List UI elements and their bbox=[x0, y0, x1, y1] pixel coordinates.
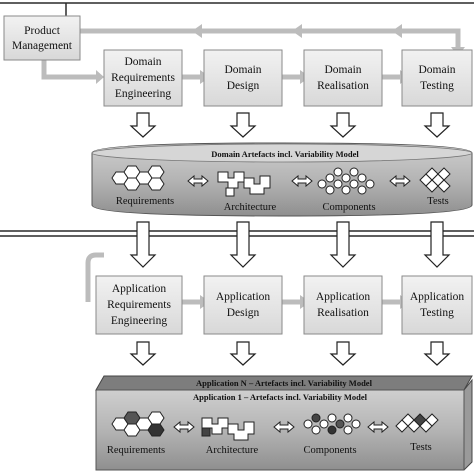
down-arrow-icon bbox=[423, 341, 451, 366]
app-req-label-3: Engineering bbox=[111, 315, 167, 327]
product-management-label-1: Product bbox=[24, 25, 61, 37]
domain-req-label-2: Requirements bbox=[111, 72, 175, 84]
domain-design-label-1: Domain bbox=[224, 64, 261, 76]
domain-realisation-label-1: Domain bbox=[324, 64, 361, 76]
double-arrow-icon bbox=[173, 420, 195, 434]
app-design-label-2: Design bbox=[227, 307, 260, 319]
down-arrow-icon bbox=[329, 341, 357, 366]
domain-design-box[interactable]: Domain Design bbox=[203, 49, 283, 107]
down-arrow-icon bbox=[329, 112, 357, 138]
domain-artefact-tests: Tests bbox=[427, 196, 448, 207]
application-testing-box[interactable]: Application Testing bbox=[401, 275, 473, 335]
product-management-box[interactable]: Product Management bbox=[3, 15, 81, 61]
down-arrow-icon bbox=[129, 112, 157, 138]
application-design-box[interactable]: Application Design bbox=[203, 275, 283, 335]
requirements-hex-icon bbox=[111, 165, 165, 191]
application-1-band: Application 1 – Artefacts incl. Variabil… bbox=[95, 378, 473, 471]
app-testing-label-2: Testing bbox=[420, 307, 454, 319]
application-engineering-section: Application Requirements Engineering App… bbox=[85, 221, 473, 471]
domain-artefacts-title: Domain Artefacts incl. Variability Model bbox=[211, 149, 359, 159]
domain-engineering-section: Product Management Domain Requirements E… bbox=[0, 2, 474, 217]
domain-down-arrows bbox=[129, 112, 451, 138]
domain-realisation-box[interactable]: Domain Realisation bbox=[303, 49, 383, 107]
application-realisation-box[interactable]: Application Realisation bbox=[303, 275, 383, 335]
domain-testing-box[interactable]: Domain Testing bbox=[401, 49, 473, 107]
app-architecture-puzzle-icon bbox=[201, 417, 255, 441]
down-arrow-icon bbox=[229, 221, 257, 268]
cross-down-arrows bbox=[129, 221, 451, 268]
components-cluster-icon bbox=[317, 167, 375, 195]
domain-testing-label-2: Testing bbox=[420, 80, 454, 92]
domain-artefact-components: Components bbox=[322, 202, 375, 213]
domain-req-label-3: Engineering bbox=[115, 88, 171, 100]
architecture-puzzle-icon bbox=[217, 171, 271, 197]
app-artefact-architecture: Architecture bbox=[206, 445, 259, 456]
application-requirements-engineering-box[interactable]: Application Requirements Engineering bbox=[95, 275, 183, 335]
tests-diamond-icon bbox=[419, 167, 451, 193]
product-management-label-2: Management bbox=[12, 40, 73, 52]
pm-to-requirements-line bbox=[41, 60, 96, 80]
application-link-arrows bbox=[173, 420, 389, 434]
domain-design-label-2: Design bbox=[227, 80, 260, 92]
down-arrow-icon bbox=[329, 221, 357, 268]
app-tests-diamond-icon bbox=[395, 413, 439, 433]
down-arrow-icon bbox=[129, 341, 157, 366]
double-arrow-icon bbox=[187, 174, 209, 188]
double-arrow-icon bbox=[291, 174, 313, 188]
app-req-label-1: Application bbox=[112, 283, 167, 295]
application-1-title: Application 1 – Artefacts incl. Variabil… bbox=[193, 392, 368, 402]
down-arrow-icon bbox=[423, 112, 451, 138]
app-realisation-label-1: Application bbox=[316, 291, 371, 303]
domain-artefacts-band: Domain Artefacts incl. Variability Model bbox=[91, 142, 473, 217]
domain-testing-label-1: Domain bbox=[418, 64, 455, 76]
app-testing-label-1: Application bbox=[410, 291, 465, 303]
app-artefact-tests: Tests bbox=[410, 442, 431, 453]
domain-link-arrows bbox=[187, 174, 411, 188]
app-req-label-2: Requirements bbox=[107, 299, 171, 311]
domain-connectors bbox=[41, 28, 461, 80]
application-connectors bbox=[85, 252, 400, 305]
double-arrow-icon bbox=[389, 174, 411, 188]
down-arrow-icon bbox=[229, 112, 257, 138]
app-requirements-hex-icon bbox=[111, 411, 165, 437]
down-arrow-icon bbox=[423, 221, 451, 268]
app-feedback-line bbox=[85, 252, 104, 302]
domain-artefact-architecture: Architecture bbox=[224, 202, 277, 213]
domain-artefact-requirements: Requirements bbox=[116, 196, 174, 207]
app-design-label-1: Application bbox=[216, 291, 271, 303]
app-realisation-label-2: Realisation bbox=[317, 307, 369, 319]
down-arrow-icon bbox=[229, 341, 257, 366]
domain-requirements-engineering-box[interactable]: Domain Requirements Engineering bbox=[103, 49, 183, 107]
application-n-title: Application N – Artefacts incl. Variabil… bbox=[196, 378, 373, 388]
domain-req-label-1: Domain bbox=[124, 56, 161, 68]
top-feedback-line bbox=[80, 28, 461, 50]
down-arrow-icon bbox=[129, 221, 157, 268]
app-components-cluster-icon bbox=[303, 413, 361, 435]
double-arrow-icon bbox=[273, 420, 295, 434]
app-artefact-components: Components bbox=[303, 445, 356, 456]
double-arrow-icon bbox=[367, 420, 389, 434]
application-n-band: Application N – Artefacts incl. Variabil… bbox=[95, 375, 473, 391]
app-artefact-requirements: Requirements bbox=[107, 445, 165, 456]
domain-realisation-label-2: Realisation bbox=[317, 80, 369, 92]
application-down-arrows bbox=[129, 341, 451, 366]
